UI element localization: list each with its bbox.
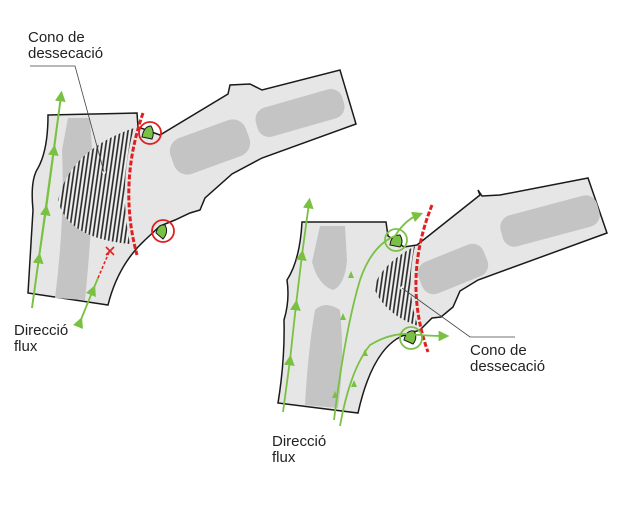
label-line: Direcció xyxy=(14,322,69,339)
branch-collar-blob xyxy=(389,234,403,248)
branch-heartwood xyxy=(417,243,489,295)
desiccation-cone xyxy=(374,246,418,326)
branch-collar-blob xyxy=(155,224,168,240)
branch-heartwood xyxy=(255,89,345,137)
trunk-heartwood xyxy=(312,226,347,290)
right-flow-label: Direcció flux xyxy=(272,434,326,466)
label-line: dessecació xyxy=(470,358,546,375)
flow-arrow-line xyxy=(72,277,99,330)
flow-arrow-line xyxy=(333,211,424,421)
label-line: flux xyxy=(272,449,296,466)
desiccation-cone xyxy=(58,128,134,244)
left-figure xyxy=(27,65,357,330)
flow-arrow-line xyxy=(339,330,450,427)
left-flow-label: Direcció flux xyxy=(14,323,68,355)
trunk-heartwood xyxy=(305,305,343,408)
flow-arrow-line xyxy=(31,90,66,309)
blocked-flow-line xyxy=(97,249,111,279)
branch-collar-blob xyxy=(141,125,154,140)
collar-circle xyxy=(138,121,162,145)
label-line: Cono de xyxy=(28,29,85,46)
label-line: flux xyxy=(14,338,38,355)
flow-arrowheads xyxy=(332,271,368,398)
flow-arrow-line xyxy=(282,197,314,413)
left-cone-label: Cono de dessecació xyxy=(28,30,103,62)
blocked-x-icon xyxy=(105,246,115,256)
leader-line xyxy=(401,287,515,338)
collar-circle xyxy=(384,228,408,252)
collar-circle xyxy=(151,219,175,243)
branch-heartwood xyxy=(169,119,251,175)
leader-line xyxy=(30,65,105,173)
right-cone-label: Cono de dessecació xyxy=(470,343,545,375)
branch-heartwood xyxy=(500,195,600,247)
label-line: dessecació xyxy=(28,45,104,62)
label-line: Direcció xyxy=(272,433,327,450)
barrier-dashed-line xyxy=(127,112,145,256)
right-figure xyxy=(277,177,608,427)
label-line: Cono de xyxy=(470,342,527,359)
collar-circle xyxy=(399,326,423,350)
